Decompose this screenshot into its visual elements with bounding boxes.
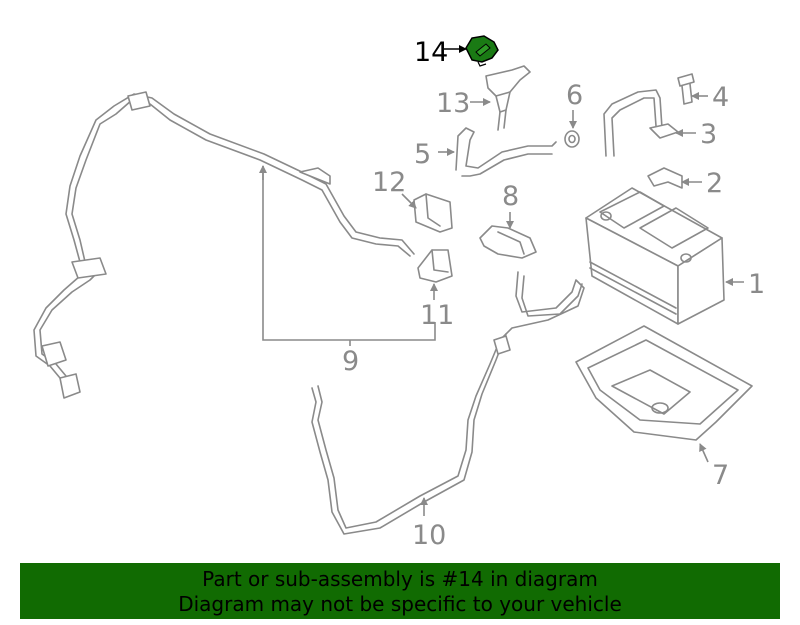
callout-13: 13 bbox=[436, 88, 470, 119]
callout-14: 14 bbox=[414, 37, 448, 68]
callout-11: 11 bbox=[420, 300, 454, 331]
part-3-hold-down-strap bbox=[603, 89, 679, 157]
callout-4: 4 bbox=[712, 82, 729, 113]
banner-line-1: Part or sub-assembly is #14 in diagram bbox=[202, 567, 598, 591]
callout-3: 3 bbox=[700, 119, 717, 150]
leader-9-group bbox=[262, 166, 436, 341]
leader-7 bbox=[699, 443, 709, 463]
callout-12: 12 bbox=[372, 167, 406, 198]
leader-12 bbox=[401, 193, 417, 209]
part-8-cover bbox=[479, 225, 537, 259]
callout-1: 1 bbox=[748, 269, 765, 300]
part-13-bracket bbox=[485, 65, 531, 131]
part-6-washer bbox=[564, 130, 580, 148]
banner-line-2: Diagram may not be specific to your vehi… bbox=[178, 592, 622, 616]
parts-diagram: 14 13 6 4 3 2 5 bbox=[33, 35, 765, 551]
callout-8: 8 bbox=[502, 181, 519, 212]
part-1-battery bbox=[585, 187, 725, 325]
callout-9: 9 bbox=[342, 346, 359, 377]
part-14-highlighted[interactable] bbox=[465, 35, 499, 67]
part-11-bracket bbox=[417, 249, 453, 283]
info-banner: Part or sub-assembly is #14 in diagram D… bbox=[20, 563, 780, 619]
part-12-bracket bbox=[413, 193, 453, 233]
callout-6: 6 bbox=[566, 80, 583, 111]
callout-7: 7 bbox=[712, 460, 729, 491]
part-4-bolt bbox=[677, 73, 695, 105]
callout-10: 10 bbox=[412, 520, 446, 551]
part-9-harness bbox=[33, 91, 415, 399]
callout-5: 5 bbox=[414, 139, 431, 170]
part-7-battery-tray bbox=[575, 325, 753, 441]
part-2-clamp bbox=[647, 167, 683, 189]
part-10-cable bbox=[311, 271, 585, 535]
part-5-vent-tube bbox=[455, 127, 557, 177]
callout-2: 2 bbox=[706, 168, 723, 199]
